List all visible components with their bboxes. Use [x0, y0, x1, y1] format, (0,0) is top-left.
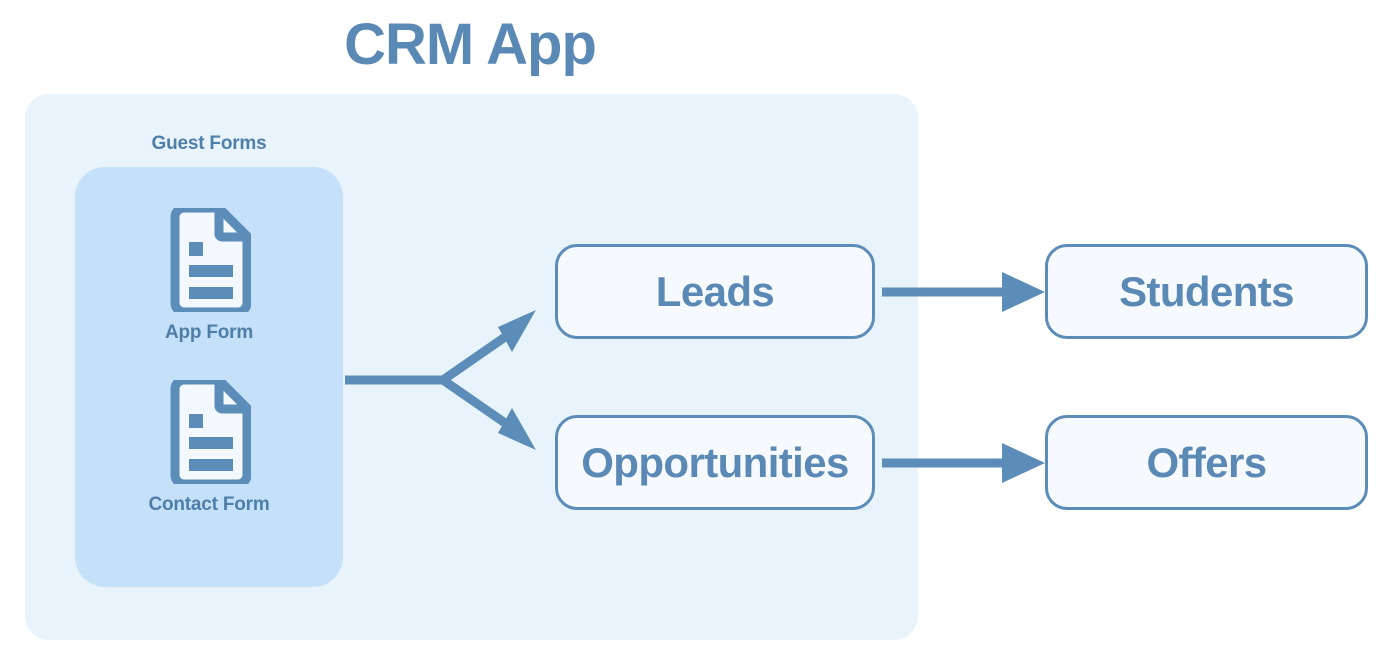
guest-forms-group-label: Guest Forms	[151, 133, 267, 154]
entity-box-leads[interactable]: Leads	[555, 244, 875, 339]
guest-form-item-app-form[interactable]: App Form	[75, 208, 343, 344]
guest-form-label-contact-form: Contact Form	[148, 494, 270, 515]
page-title: CRM App	[344, 12, 597, 77]
guest-form-item-contact-form[interactable]: Contact Form	[75, 380, 343, 516]
entity-label-offers: Offers	[1146, 438, 1267, 486]
entity-box-opportunities[interactable]: Opportunities	[555, 415, 875, 510]
entity-box-students[interactable]: Students	[1045, 244, 1368, 339]
entity-label-students: Students	[1119, 267, 1294, 315]
document-icon	[170, 380, 251, 484]
guest-form-label-app-form: App Form	[164, 322, 254, 343]
entity-label-opportunities: Opportunities	[581, 438, 849, 486]
entity-box-offers[interactable]: Offers	[1045, 415, 1368, 510]
entity-label-leads: Leads	[655, 267, 775, 315]
document-icon	[170, 208, 251, 312]
